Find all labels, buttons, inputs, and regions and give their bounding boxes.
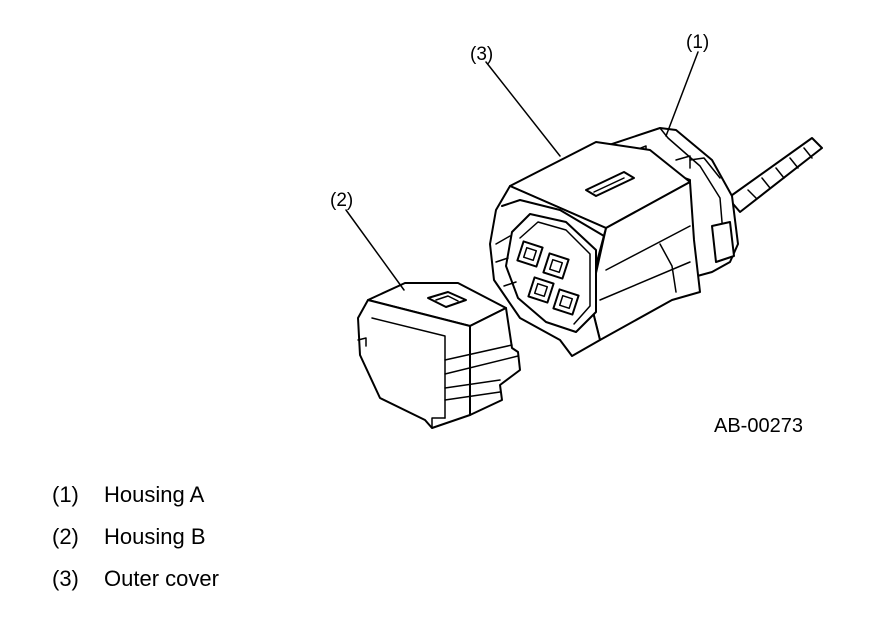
leader-line-1: [665, 51, 699, 137]
legend-number: (1): [52, 482, 79, 507]
callout-1: (1): [686, 32, 709, 53]
leader-line-2: [345, 209, 405, 291]
legend-number: (2): [52, 524, 79, 549]
connector-diagram: (1) (2) (3) AB-00273: [330, 32, 823, 437]
legend: (1) Housing A (2) Housing B (3) Outer co…: [52, 474, 219, 600]
housing-b-drawing: [357, 282, 521, 429]
legend-number: (3): [52, 566, 79, 591]
legend-item-housing-a: (1) Housing A: [52, 474, 219, 516]
legend-label: Outer cover: [104, 566, 219, 591]
outer-cover-drawing: [489, 127, 823, 357]
legend-label: Housing A: [104, 482, 205, 507]
leader-line-3: [485, 61, 561, 157]
legend-item-outer-cover: (3) Outer cover: [52, 558, 219, 600]
legend-item-housing-b: (2) Housing B: [52, 516, 219, 558]
legend-label: Housing B: [104, 524, 206, 549]
callout-2: (2): [330, 190, 353, 211]
callout-3: (3): [470, 44, 493, 65]
figure-id-label: AB-00273: [714, 415, 803, 437]
